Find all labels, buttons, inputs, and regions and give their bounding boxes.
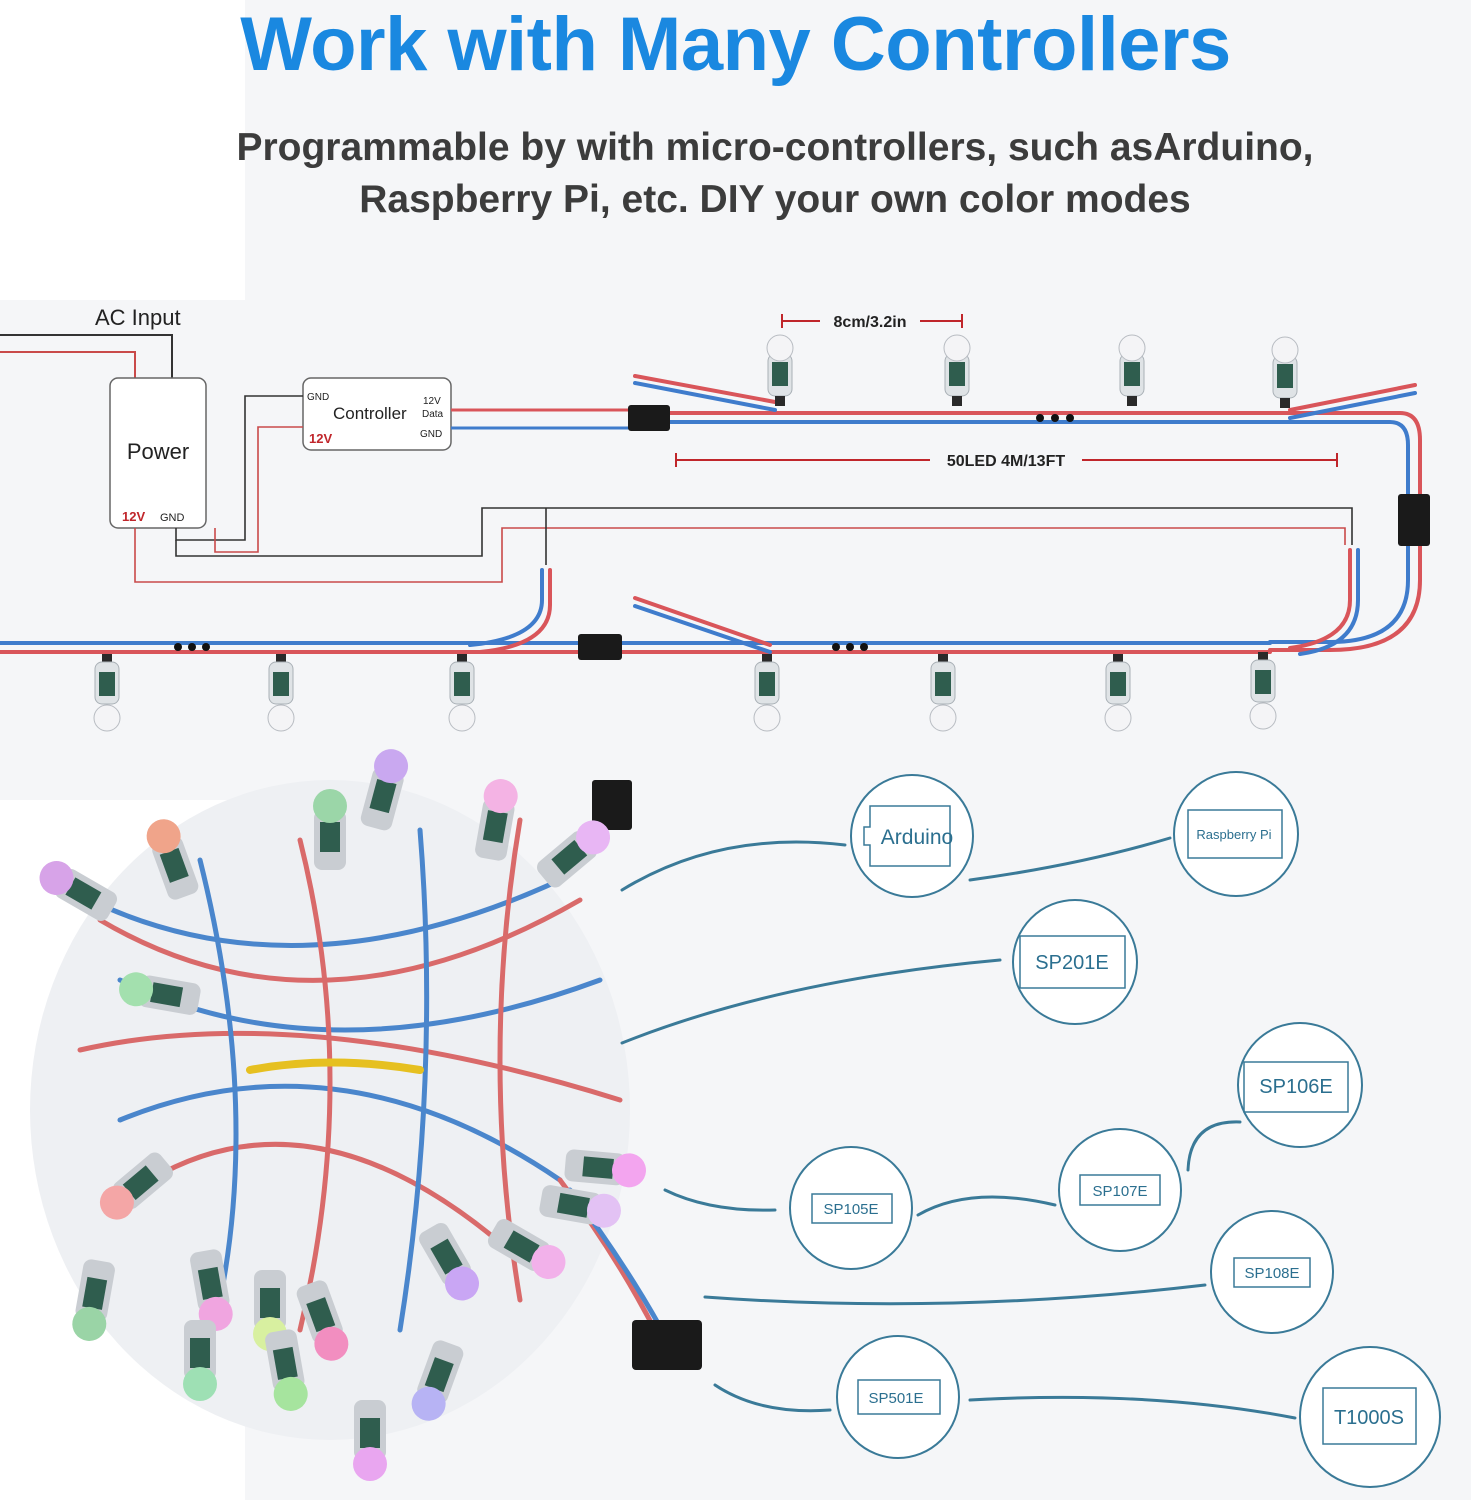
top-strand-leds (766, 334, 1299, 409)
controller-gnd-out-label: GND (420, 429, 442, 440)
page-title: Work with Many Controllers (240, 2, 1231, 87)
top-led-strand (633, 374, 1422, 656)
controller-12v-in-label: 12V (309, 431, 332, 446)
controller-t1000s: T1000S (1299, 1346, 1441, 1488)
power-wiring (134, 395, 1353, 583)
sp107e-controller-icon (1079, 1174, 1161, 1206)
sp201e-controller-icon (1019, 935, 1126, 989)
sp501e-controller-icon (857, 1379, 941, 1415)
controller-label-t1000s: T1000S (1334, 1407, 1404, 1429)
length-label: 50LED 4M/13FT (947, 453, 1065, 470)
sp105e-controller-icon (811, 1193, 893, 1224)
controller-label-sp201e: SP201E (1035, 952, 1108, 974)
arduino-board-icon (863, 805, 951, 867)
controller-sp201e: SP201E (1012, 899, 1138, 1025)
controller-label-arduino: Arduino (881, 826, 953, 849)
controller-gnd-in-label: GND (307, 392, 329, 403)
bundle-top-connector (592, 780, 632, 830)
controller-sp501e: SP501E (836, 1335, 960, 1459)
bottom-led-strand (0, 568, 1272, 654)
bundle-connector (632, 1320, 702, 1370)
header-background-panel (245, 0, 1471, 300)
bottom-strand-leds (93, 651, 1277, 732)
controller-label-sp105e: SP105E (823, 1201, 878, 1218)
led-bundle-product-image (30, 749, 702, 1481)
controller-sp105e: SP105E (789, 1146, 913, 1270)
power-supply: Power 12V GND (109, 377, 207, 529)
length-dimension (675, 453, 1338, 467)
bottom-strand-connector (578, 634, 622, 660)
controller-12v-out-label: 12V (423, 396, 441, 407)
controller-raspberry-pi: Raspberry Pi (1173, 771, 1299, 897)
spacing-label: 8cm/3.2in (834, 314, 907, 331)
bottom-strand-ellipsis (174, 643, 868, 651)
controller-data-out-label: Data (422, 409, 444, 420)
controller-arduino: Arduino (850, 774, 974, 898)
t1000s-controller-icon (1322, 1387, 1417, 1445)
controller-connection-lines (620, 836, 1297, 1420)
page-subtitle: Programmable by with micro-controllers, … (160, 122, 1390, 226)
top-strand-ellipsis (1036, 414, 1074, 422)
ac-input-wires (0, 334, 173, 380)
subtitle-line-2: Raspberry Pi, etc. DIY your own color mo… (359, 178, 1191, 221)
spacing-dimension (781, 314, 963, 328)
controller-label-sp501e: SP501E (868, 1390, 923, 1407)
controller-label-sp108e: SP108E (1244, 1265, 1299, 1282)
controller-sp106e: SP106E (1237, 1022, 1363, 1148)
controller-label: Controller (333, 404, 407, 423)
controller-output-wires (451, 408, 630, 430)
power-gnd-label: GND (160, 512, 185, 524)
controller-box: GND Controller 12V 12V Data GND (302, 377, 452, 451)
power-12v-label: 12V (122, 509, 145, 524)
bundle-led-pixels (39, 749, 646, 1481)
sp106e-controller-icon (1243, 1061, 1349, 1113)
controller-label-sp107e: SP107E (1092, 1183, 1147, 1200)
ac-input-label: AC Input (95, 305, 181, 330)
sp108e-controller-icon (1233, 1257, 1311, 1288)
controller-sp107e: SP107E (1058, 1128, 1182, 1252)
raspberry-pi-board-icon (1187, 809, 1283, 859)
power-label: Power (127, 439, 189, 464)
controller-sp108e: SP108E (1210, 1210, 1334, 1334)
controller-label-raspberry-pi: Raspberry Pi (1196, 827, 1271, 842)
top-strand-connector (628, 405, 1430, 546)
diagram-background-panel (0, 300, 1471, 800)
subtitle-line-1: Programmable by with micro-controllers, … (236, 126, 1314, 169)
controller-label-sp106e: SP106E (1259, 1076, 1332, 1098)
